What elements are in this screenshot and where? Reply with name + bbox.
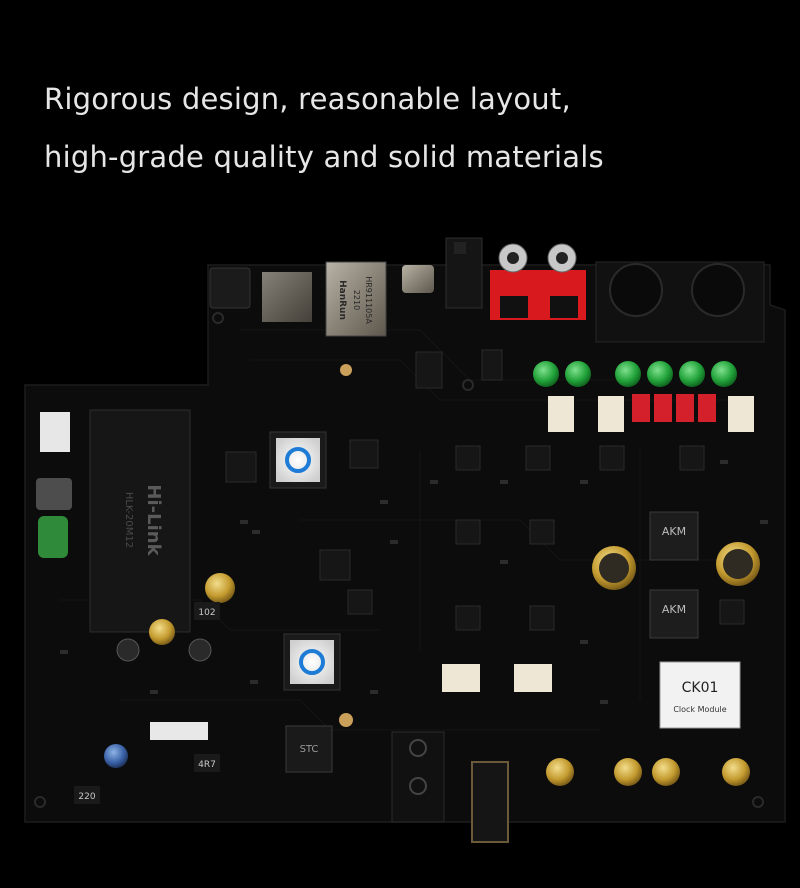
power-brand: Hi-Link (143, 484, 164, 556)
smd-components (60, 460, 768, 704)
relay-row (548, 394, 754, 432)
usb-bridge-chip: STC (285, 725, 333, 773)
input-connector (40, 412, 70, 452)
mark-4r7: 4R7 (198, 760, 216, 770)
mark-220: 220 (78, 792, 95, 802)
dac-upper-label: AKM (662, 525, 686, 538)
mounting-holes (34, 312, 764, 808)
ethernet-brand: HanRun (337, 280, 347, 320)
headline-line-2: high-grade quality and solid materials (44, 140, 604, 174)
power-jack (209, 267, 251, 309)
ethernet-model-mid: 2210 (352, 290, 361, 310)
relay-bottom-right (514, 664, 552, 692)
misc-ics (225, 349, 745, 631)
dac-chip-upper: AKM (649, 511, 699, 561)
gold-capacitors (149, 542, 760, 786)
dac-chip-lower: AKM (649, 589, 699, 639)
black-capacitors (116, 638, 212, 662)
sd-slot (262, 272, 312, 322)
blue-capacitor (104, 744, 128, 768)
xlr-outputs (595, 261, 765, 343)
dac-lower-label: AKM (662, 603, 686, 616)
clock-module-subtitle: Clock Module (673, 705, 726, 714)
headline-line-1: Rigorous design, reasonable layout, (44, 82, 571, 116)
standoff (339, 713, 353, 727)
ethernet-port (325, 261, 387, 337)
ethernet-model-top: HR911105A (364, 276, 373, 324)
mcu-chip-upper (269, 431, 327, 489)
clock-module: CK01 Clock Module (659, 661, 741, 729)
usb-c-port (402, 265, 434, 293)
ribbon-connector (150, 722, 208, 740)
power-model: HLK-20M12 (123, 492, 134, 548)
rca-outputs (490, 243, 586, 320)
pcb-main (24, 264, 786, 823)
clock-module-title: CK01 (682, 680, 719, 696)
relay-bottom-left (442, 664, 480, 692)
mark-102: 102 (198, 608, 215, 618)
mcu-chip-lower (283, 633, 341, 691)
green-capacitors (533, 361, 737, 387)
headphone-jack-44 (471, 761, 509, 843)
ethernet-labels: HR911105A 2210 HanRun (337, 276, 373, 324)
usb-chip-mark: STC (300, 744, 319, 755)
power-module: Hi-Link HLK-20M12 (89, 409, 191, 633)
